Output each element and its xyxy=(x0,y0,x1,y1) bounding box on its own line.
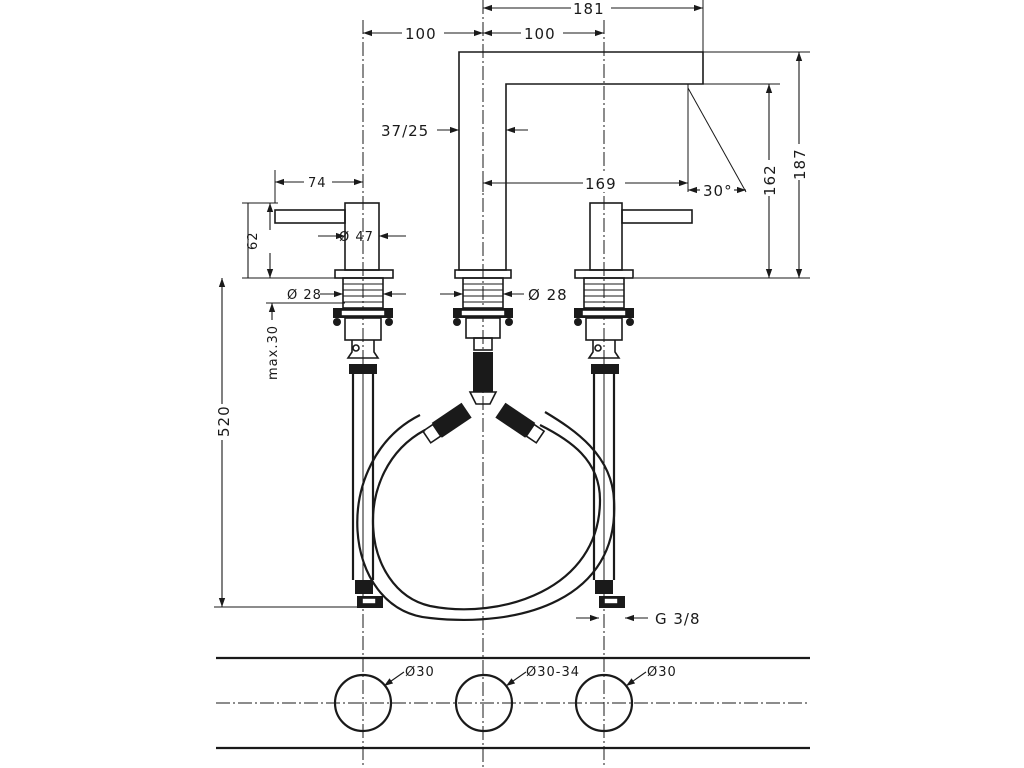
dim-520: 520 xyxy=(215,405,233,437)
spout xyxy=(453,51,704,405)
hole-right xyxy=(574,673,634,733)
right-handle xyxy=(574,202,693,608)
dim-169: 169 xyxy=(585,175,617,193)
hose-loop xyxy=(356,402,616,621)
center-lines xyxy=(216,0,810,768)
dim-181: 181 xyxy=(573,0,605,18)
dim-dia-28-center: Ø 28 xyxy=(528,286,568,304)
hole-center xyxy=(454,673,514,733)
dim-max-30: max.30 xyxy=(266,325,281,380)
hole-label-left: Ø30 xyxy=(405,665,435,680)
hole-label-center: Ø30-34 xyxy=(526,665,580,680)
dimension-lines xyxy=(218,4,803,687)
hole-left xyxy=(333,673,393,733)
dim-dia-28-left: Ø 28 xyxy=(287,288,322,303)
dim-37-25: 37/25 xyxy=(381,122,429,140)
dim-62: 62 xyxy=(246,231,261,250)
dim-100-left: 100 xyxy=(405,25,437,43)
extension-lines xyxy=(214,0,810,608)
dim-74: 74 xyxy=(308,176,327,191)
countertop xyxy=(216,656,810,750)
dim-162: 162 xyxy=(761,164,779,196)
left-handle xyxy=(274,202,394,608)
dim-187: 187 xyxy=(791,148,809,180)
dim-100-right: 100 xyxy=(524,25,556,43)
hole-label-right: Ø30 xyxy=(647,665,677,680)
dim-dia-47: Ø 47 xyxy=(339,230,374,245)
dim-g-3-8: G 3/8 xyxy=(655,610,701,628)
dim-30-degree: 30° xyxy=(703,182,733,200)
dimension-labels: 100 100 181 37/25 74 62 Ø 47 169 30° 162… xyxy=(214,0,809,680)
